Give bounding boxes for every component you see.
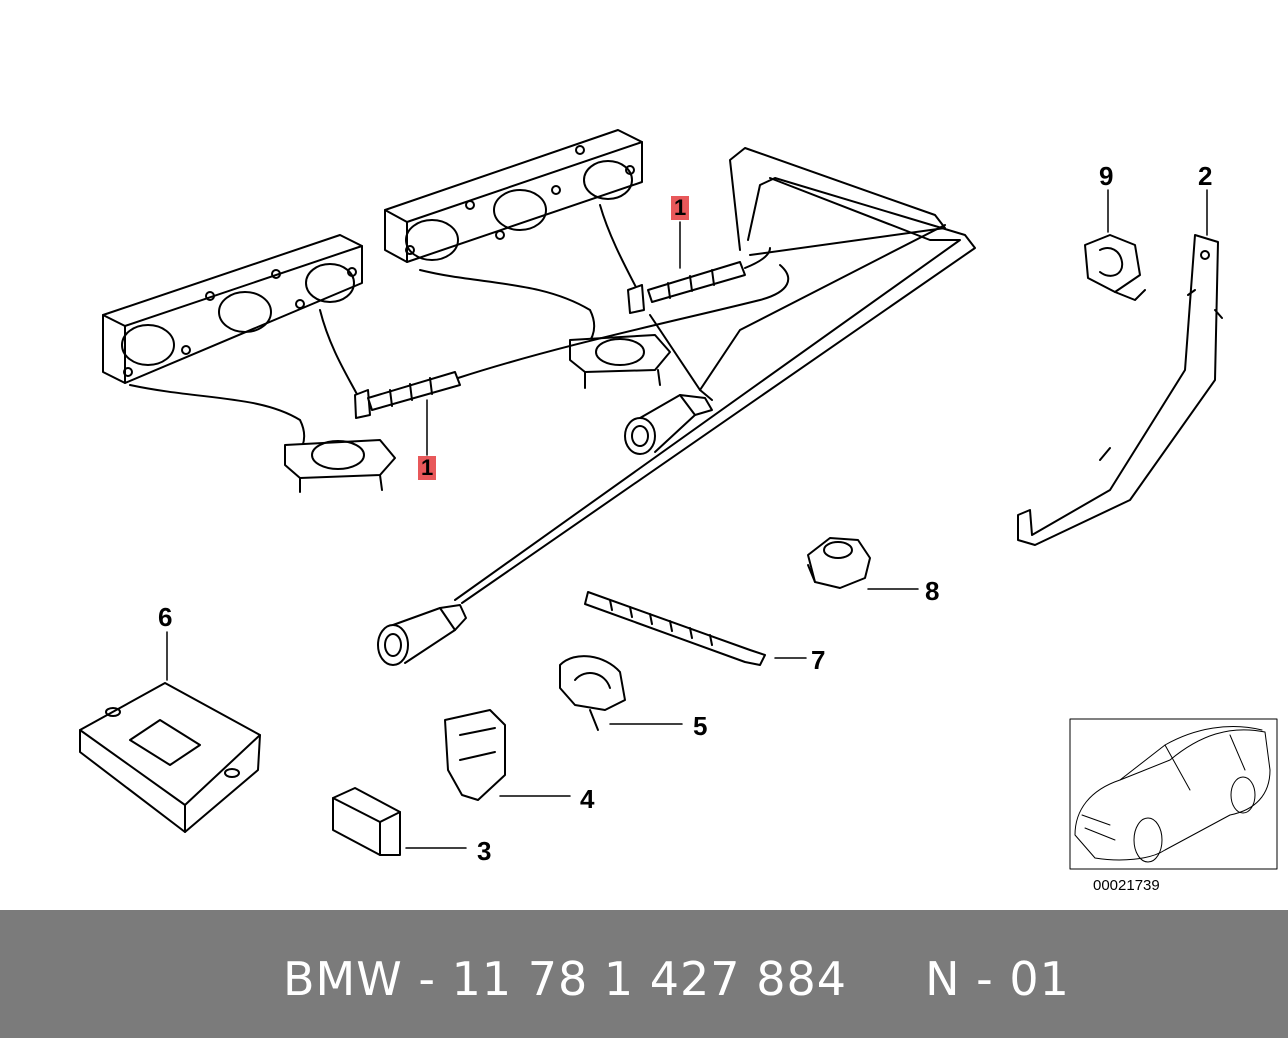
- part-3-cap: [332, 787, 401, 856]
- callout-1-upper: 1: [671, 196, 690, 220]
- part-2-bracket: [1017, 234, 1223, 546]
- exhaust-manifold-front: [102, 234, 396, 493]
- callout-1-lower: 1: [418, 456, 437, 480]
- footer-bar: [0, 910, 1288, 1038]
- part-9-clip: [1084, 234, 1146, 301]
- wire-harness: [454, 147, 976, 604]
- reference-code: 00021739: [1093, 877, 1160, 894]
- callout-3: 3: [477, 836, 492, 866]
- callout-7: 7: [811, 645, 826, 675]
- oxygen-sensor-rear: [647, 247, 771, 303]
- connector-upper: [624, 394, 713, 455]
- part-6-shield: [79, 682, 261, 833]
- leader-lines: [166, 189, 1208, 849]
- exhaust-manifold-rear: [384, 129, 671, 389]
- connector-lower: [377, 604, 467, 666]
- callout-6: 6: [158, 602, 173, 632]
- oxygen-sensor-front: [367, 264, 790, 411]
- part-5-clamp: [559, 655, 626, 731]
- part-number-caption: BMW - 11 78 1 427 884 N - 01: [283, 952, 1070, 1006]
- part-4-clip: [444, 709, 506, 801]
- parts-diagram: [79, 129, 1278, 870]
- callout-2: 2: [1198, 161, 1213, 191]
- part-7-cable-tie: [584, 591, 766, 666]
- callout-5: 5: [693, 711, 708, 741]
- callout-8: 8: [925, 576, 940, 606]
- callout-4: 4: [580, 784, 595, 814]
- callout-9: 9: [1099, 161, 1114, 191]
- vehicle-inset: [1069, 718, 1278, 870]
- part-8-nut: [807, 537, 871, 589]
